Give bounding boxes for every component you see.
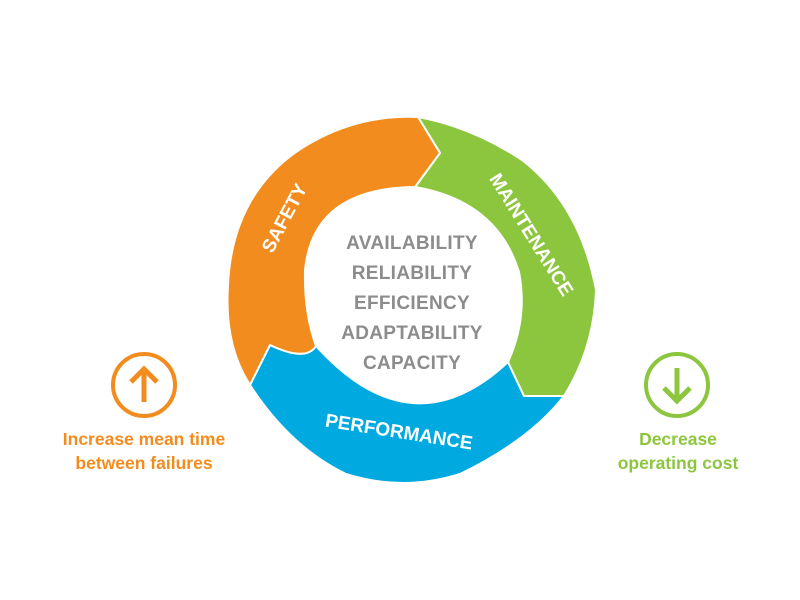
center-item-capacity: CAPACITY [362, 353, 462, 374]
safety-segment [226, 115, 441, 386]
center-attribute-list: AVAILABILITY RELIABILITY EFFICIENCY ADAP… [312, 229, 512, 379]
center-item-adaptability: ADAPTABILITY [341, 323, 483, 344]
decrease-line-2: operating cost [617, 453, 739, 473]
decrease-line-1: Decrease [639, 429, 717, 449]
center-item-efficiency: EFFICIENCY [354, 293, 470, 314]
decrease-cost-caption: Decrease operating cost [588, 427, 768, 475]
increase-line-1: Increase mean time [62, 429, 226, 449]
maintenance-segment [414, 116, 597, 397]
down-arrow-icon [644, 352, 710, 418]
increase-mtbf-caption: Increase mean time between failures [30, 427, 258, 475]
up-arrow-icon [111, 352, 177, 418]
center-item-availability: AVAILABILITY [346, 233, 478, 254]
increase-line-2: between failures [75, 453, 213, 473]
center-item-reliability: RELIABILITY [351, 263, 473, 284]
